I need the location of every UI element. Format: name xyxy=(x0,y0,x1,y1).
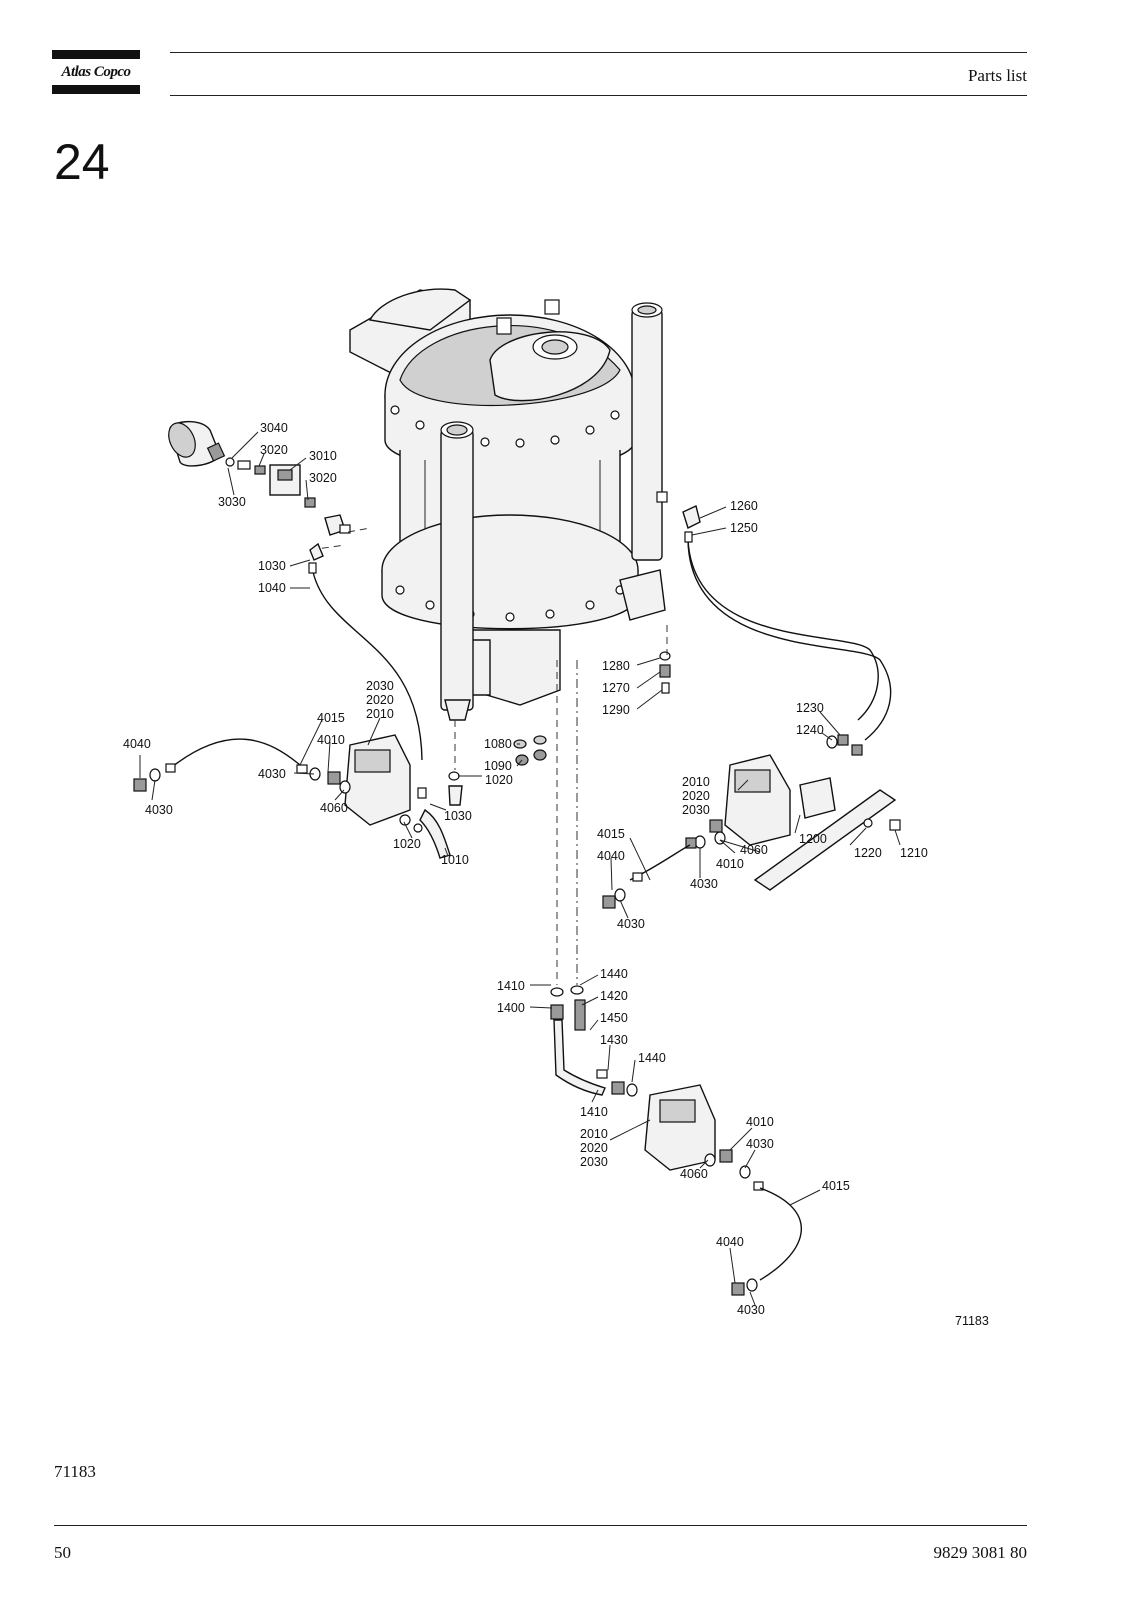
fittings-1270-1280 xyxy=(659,651,671,694)
callout-1040: 1040 xyxy=(258,581,286,595)
callout-1440: 1440 xyxy=(638,1051,666,1065)
callout-2010: 2010 xyxy=(682,775,710,789)
callout-4040: 4040 xyxy=(123,737,151,751)
callout-4040: 4040 xyxy=(597,849,625,863)
leader-lines xyxy=(139,431,901,1306)
callout-1090: 1090 xyxy=(484,759,512,773)
callout-4010: 4010 xyxy=(716,857,744,871)
callout-1260: 1260 xyxy=(730,499,758,513)
callout-1020: 1020 xyxy=(393,837,421,851)
callout-3040: 3040 xyxy=(260,421,288,435)
callout-1440: 1440 xyxy=(600,967,628,981)
callout-1080: 1080 xyxy=(484,737,512,751)
callout-1030: 1030 xyxy=(258,559,286,573)
callout-1010: 1010 xyxy=(441,853,469,867)
hose-1250-inner xyxy=(687,539,879,721)
callout-2030: 2030 xyxy=(366,679,394,693)
brand-logo: Atlas Copco xyxy=(52,50,140,94)
callout-4060: 4060 xyxy=(680,1167,708,1181)
callout-1020: 1020 xyxy=(485,773,513,787)
callout-1210: 1210 xyxy=(900,846,928,860)
vertical-tube-right xyxy=(631,302,668,561)
callout-1430: 1430 xyxy=(600,1033,628,1047)
brand-name: Atlas Copco xyxy=(61,64,131,80)
callout-2010: 2010 xyxy=(366,707,394,721)
callout-1450: 1450 xyxy=(600,1011,628,1025)
callout-1220: 1220 xyxy=(854,846,882,860)
separator-vessel xyxy=(349,288,666,706)
callout-1030: 1030 xyxy=(444,809,472,823)
callout-4060: 4060 xyxy=(320,801,348,815)
page-number: 50 xyxy=(54,1543,71,1562)
callout-1250: 1250 xyxy=(730,521,758,535)
vertical-tube-left xyxy=(440,421,474,721)
logo-bar-bottom xyxy=(52,85,140,94)
callout-1290: 1290 xyxy=(602,703,630,717)
callout-1230: 1230 xyxy=(796,701,824,715)
header-title: Parts list xyxy=(967,66,1027,85)
footer-rule xyxy=(54,1525,1027,1526)
hose-1250 xyxy=(687,539,892,741)
callout-labels: 3040 3020 3010 3020 3030 1260 1250 1030 … xyxy=(123,421,928,1317)
callout-1410: 1410 xyxy=(497,979,525,993)
callout-2010: 2010 xyxy=(580,1127,608,1141)
callout-2030: 2030 xyxy=(682,803,710,817)
callout-4060: 4060 xyxy=(740,843,768,857)
callout-3020: 3020 xyxy=(309,471,337,485)
callout-4030: 4030 xyxy=(145,803,173,817)
callout-4010: 4010 xyxy=(317,733,345,747)
callout-4040: 4040 xyxy=(716,1235,744,1249)
callout-4015: 4015 xyxy=(597,827,625,841)
callout-1410: 1410 xyxy=(580,1105,608,1119)
callout-4010: 4010 xyxy=(746,1115,774,1129)
logo-bar-top xyxy=(52,50,140,59)
callout-3020: 3020 xyxy=(260,443,288,457)
callout-1240: 1240 xyxy=(796,723,824,737)
callout-4015: 4015 xyxy=(317,711,345,725)
callout-2020: 2020 xyxy=(682,789,710,803)
actuator-left xyxy=(133,734,411,826)
callout-1200: 1200 xyxy=(799,832,827,846)
header-rule-bottom xyxy=(170,95,1027,96)
callout-2020: 2020 xyxy=(580,1141,608,1155)
elbow-1260 xyxy=(682,505,701,529)
callout-1280: 1280 xyxy=(602,659,630,673)
callout-2030: 2030 xyxy=(580,1155,608,1169)
callout-3010: 3010 xyxy=(309,449,337,463)
hose-1040 xyxy=(312,571,423,761)
figure-caption: 71183 xyxy=(54,1462,96,1481)
header-rule-top xyxy=(170,52,1027,53)
callout-4030: 4030 xyxy=(737,1303,765,1317)
callout-4030: 4030 xyxy=(258,767,286,781)
elbow-1010 xyxy=(413,785,463,859)
fitting-1040 xyxy=(308,562,317,574)
callout-4015: 4015 xyxy=(822,1179,850,1193)
fitting-1250 xyxy=(684,531,693,543)
section-number: 24 xyxy=(54,134,110,190)
actuator-bottom xyxy=(644,1084,802,1296)
callout-3030: 3030 xyxy=(218,495,246,509)
callout-1400: 1400 xyxy=(497,1001,525,1015)
pipe-1400 xyxy=(550,985,638,1097)
drawing-reference: 71183 xyxy=(955,1314,989,1328)
callout-4030: 4030 xyxy=(617,917,645,931)
actuator-right xyxy=(602,734,901,909)
callout-1270: 1270 xyxy=(602,681,630,695)
document-number: 9829 3081 80 xyxy=(933,1543,1028,1562)
callout-2020: 2020 xyxy=(366,693,394,707)
callout-4030: 4030 xyxy=(746,1137,774,1151)
callout-1420: 1420 xyxy=(600,989,628,1003)
filter-assembly xyxy=(168,421,371,561)
callout-4030: 4030 xyxy=(690,877,718,891)
